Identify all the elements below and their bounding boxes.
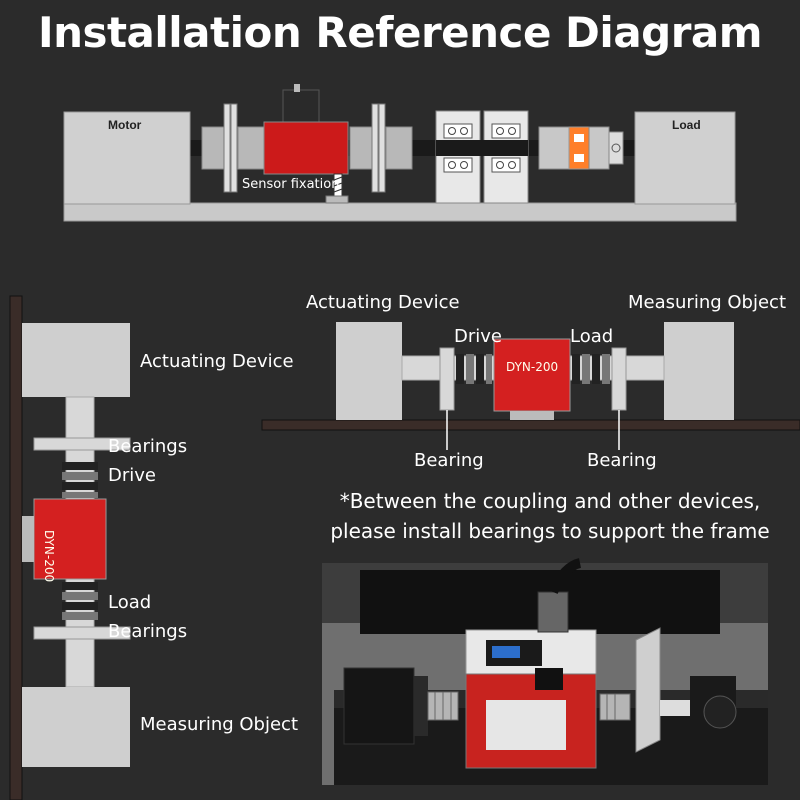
load-block	[634, 111, 736, 205]
photo-stepper-motor	[343, 667, 415, 745]
vertical-sensor-body	[33, 498, 107, 580]
left-flange-b	[230, 103, 238, 193]
coupling-top-a	[62, 462, 98, 470]
v-bearings-bottom-label: Bearings	[108, 621, 188, 642]
sensor-fixation-label: Sensor fixation	[242, 177, 340, 192]
sensor-body	[263, 121, 349, 175]
measuring-object-block	[22, 687, 130, 767]
v-load-label: Load	[108, 592, 152, 613]
h-bearing-left	[439, 347, 455, 411]
h-actuating-device-block	[336, 322, 402, 420]
installation-note-line2: please install bearings to support the f…	[330, 519, 770, 543]
installation-note: *Between the coupling and other devices,…	[300, 486, 800, 546]
right-flange-a	[371, 103, 379, 193]
vertical-frame-bar	[9, 295, 23, 800]
v-actuating-device-label: Actuating Device	[140, 351, 294, 372]
jaw-coupling-left	[538, 126, 570, 170]
v-drive-label: Drive	[108, 465, 156, 486]
vertical-sensor-side	[22, 516, 34, 562]
h-bearing-right	[611, 347, 627, 411]
load-shaft-end	[608, 131, 624, 165]
installation-note-line1: *Between the coupling and other devices,	[339, 489, 761, 513]
v-sensor-model: DYN-200	[42, 530, 56, 583]
h-load-label: Load	[570, 326, 614, 347]
fixation-foot	[325, 195, 349, 204]
sensor-connector-pin	[294, 84, 300, 92]
sensor-top-connector	[282, 89, 320, 123]
page-title: Installation Reference Diagram	[37, 8, 763, 57]
installation-photo	[322, 558, 768, 785]
actuating-device-block	[22, 323, 130, 397]
h-sensor-body	[493, 338, 571, 412]
jaw-coupling-right	[588, 126, 610, 170]
v-bearings-top-label: Bearings	[108, 436, 188, 457]
coupling-bottom-a	[62, 582, 98, 590]
motor-label: Motor	[108, 118, 142, 132]
right-flange-b	[378, 103, 386, 193]
motor-block	[63, 111, 191, 205]
bearing-top	[33, 437, 131, 451]
horizontal-base-bar	[261, 419, 800, 431]
h-bearing-left-label: Bearing	[414, 450, 484, 471]
h-drive-label: Drive	[454, 326, 502, 347]
h-actuating-device-label: Actuating Device	[306, 292, 460, 313]
h-measuring-object-block	[664, 322, 734, 420]
base-plate	[63, 202, 737, 222]
h-sensor-model: DYN-200	[506, 360, 559, 374]
h-coupling-left	[456, 354, 464, 384]
h-coupling-right	[572, 354, 580, 384]
left-coupling-b	[237, 126, 265, 170]
vertical-installation-diagram	[9, 295, 131, 800]
horizontal-installation-diagram	[261, 322, 800, 450]
top-installation-diagram	[63, 84, 737, 222]
right-coupling-b	[385, 126, 413, 170]
h-measuring-object-label: Measuring Object	[628, 292, 787, 313]
v-measuring-object-label: Measuring Object	[140, 714, 299, 735]
bearing-bottom	[33, 626, 131, 640]
left-flange-a	[223, 103, 231, 193]
jaw-coupling-spider	[568, 126, 590, 170]
right-coupling-a	[349, 126, 373, 170]
left-coupling-a	[201, 126, 225, 170]
h-bearing-right-label: Bearing	[587, 450, 657, 471]
h-sensor-foot	[510, 411, 554, 420]
load-label: Load	[672, 118, 701, 132]
